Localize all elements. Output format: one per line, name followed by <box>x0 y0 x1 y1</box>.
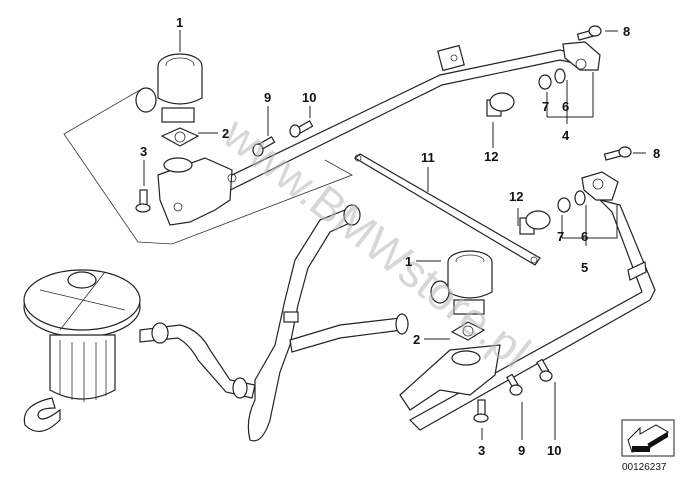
callout-9: 9 <box>518 443 525 458</box>
bolt-12-upper <box>486 92 515 117</box>
bolt-8-lower <box>603 146 632 161</box>
reference-number: 00126237 <box>622 462 667 473</box>
callout-12: 12 <box>509 189 523 204</box>
callout-7: 7 <box>557 229 564 244</box>
check-valve-upper <box>135 53 203 123</box>
callout-3: 3 <box>478 443 485 458</box>
bracket-upper <box>157 157 237 226</box>
assembly-outline <box>63 89 353 245</box>
ring-6-upper <box>554 68 566 84</box>
bolt-9-lower <box>506 373 523 396</box>
flange-upper <box>562 41 601 71</box>
callout-12: 12 <box>484 149 498 164</box>
hose-assembly <box>139 204 409 442</box>
check-valve-lower <box>430 250 493 315</box>
callout-9: 9 <box>264 90 271 105</box>
gasket-upper <box>160 127 200 147</box>
callout-6: 6 <box>562 99 569 114</box>
bolt-8-upper <box>576 25 602 41</box>
callout-4: 4 <box>562 128 570 143</box>
callout-3: 3 <box>140 144 147 159</box>
callout-6: 6 <box>581 229 588 244</box>
callout-8: 8 <box>653 146 660 161</box>
bracket-lower <box>399 344 501 411</box>
callout-labels: 1 2 3 9 10 8 7 6 4 12 11 8 12 7 6 5 1 2 … <box>140 15 660 458</box>
callout-11: 11 <box>421 150 435 165</box>
bolt-9-upper <box>252 136 276 157</box>
callout-10: 10 <box>547 443 561 458</box>
sleeve-7-lower <box>557 197 571 213</box>
callout-1: 1 <box>176 15 183 30</box>
orientation-arrow-box: 00126237 <box>621 419 675 473</box>
ring-6-lower <box>574 190 586 206</box>
leader-lines <box>143 30 646 440</box>
callout-2: 2 <box>413 332 420 347</box>
flange-lower <box>581 171 619 201</box>
callout-2: 2 <box>222 126 229 141</box>
callout-8: 8 <box>623 24 630 39</box>
bolt-10-upper <box>289 120 314 138</box>
bolt-3-lower <box>473 399 489 423</box>
sleeve-7-upper <box>538 74 552 90</box>
gasket-lower <box>450 321 486 341</box>
callout-5: 5 <box>581 260 588 275</box>
pipe-lower <box>409 198 656 431</box>
callout-7: 7 <box>542 99 549 114</box>
watermark: www.BMWstore.pl <box>213 106 540 377</box>
bolt-3-upper <box>135 189 151 213</box>
bolt-12-lower <box>519 210 551 235</box>
callout-10: 10 <box>302 90 316 105</box>
callout-1: 1 <box>405 254 412 269</box>
air-pump <box>23 269 141 432</box>
bolt-10-lower <box>536 358 553 382</box>
